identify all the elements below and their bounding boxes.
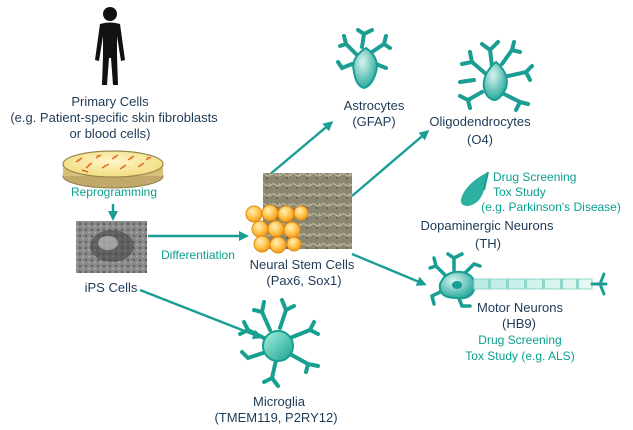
primary-cells-example-line1: (e.g. Patient-specific skin fibroblasts	[10, 110, 218, 125]
differentiation-label: Differentiation	[161, 248, 235, 262]
nsc-image	[245, 173, 352, 254]
motor-note-tox-study: Tox Study (e.g. ALS)	[465, 349, 575, 363]
motor-neuron-icon	[428, 252, 608, 308]
arrow-nsc-to-astrocytes	[267, 121, 334, 177]
nsc-title: Neural Stem Cells	[249, 257, 355, 272]
petri-dish-icon	[62, 150, 164, 189]
dopaminergic-title: Dopaminergic Neurons	[420, 218, 554, 233]
ips-cells-image	[76, 221, 147, 273]
nsc-markers: (Pax6, Sox1)	[266, 273, 342, 288]
microglia-markers: (TMEM119, P2RY12)	[214, 410, 338, 425]
arrow-nsc-to-oligodendrocytes	[351, 130, 430, 197]
oligodendrocyte-icon	[458, 40, 534, 112]
oligodendrocytes-markers: (O4)	[467, 132, 493, 147]
motor-note-drug-screening: Drug Screening	[478, 333, 562, 347]
arrows	[108, 121, 430, 340]
human-figure-icon	[95, 7, 125, 85]
dopa-note-tox-study: Tox Study	[493, 185, 546, 199]
primary-cells-example-line2: or blood cells)	[69, 126, 151, 141]
primary-cells-title: Primary Cells	[71, 94, 149, 109]
nsc-cluster	[245, 204, 309, 254]
dopa-note-example: (e.g. Parkinson's Disease)	[481, 200, 621, 214]
microglia-title: Microglia	[252, 394, 305, 409]
astrocyte-icon	[336, 28, 392, 90]
arrow-nsc-to-motor-neurons	[351, 252, 427, 286]
motor-neurons-markers: (HB9)	[502, 316, 536, 331]
astrocytes-markers: (GFAP)	[352, 114, 396, 129]
microglia-icon	[238, 298, 320, 388]
dopaminergic-neuron-icon	[460, 171, 489, 206]
dopaminergic-markers: (TH)	[475, 236, 501, 251]
astrocytes-title: Astrocytes	[343, 98, 405, 113]
reprogramming-label: Reprogramming	[70, 185, 158, 199]
ips-cells-label: iPS Cells	[84, 280, 138, 295]
motor-neurons-title: Motor Neurons	[477, 300, 563, 315]
oligodendrocytes-title: Oligodendrocytes	[429, 114, 531, 129]
arrow-ips-to-microglia	[139, 288, 263, 340]
dopa-note-drug-screening: Drug Screening	[493, 170, 577, 184]
